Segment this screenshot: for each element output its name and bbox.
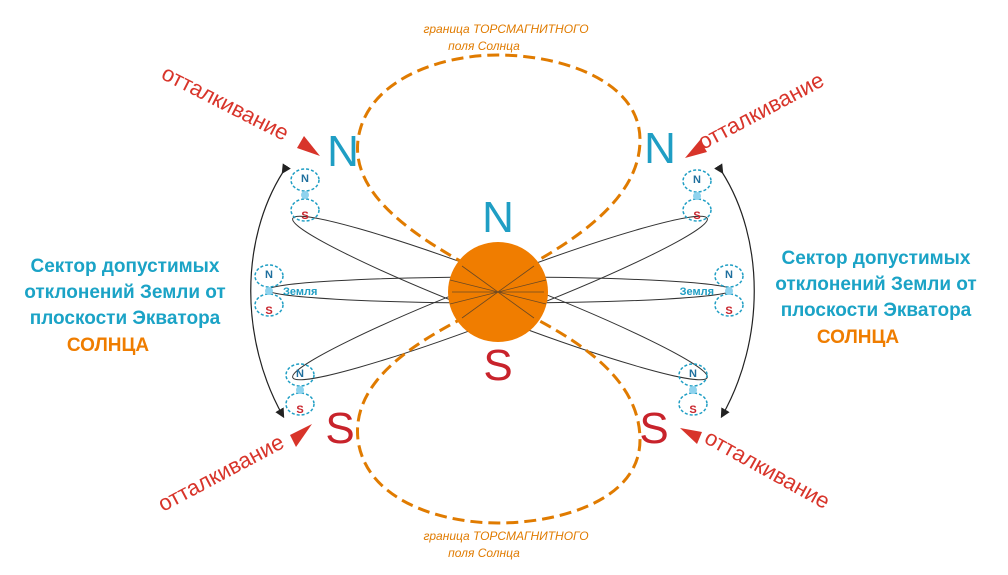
repulsion-arrow-top-right <box>685 140 707 158</box>
boundary-lower-lobe <box>356 298 642 525</box>
earth-left-top-s: S <box>301 210 308 222</box>
sector-label-right: Сектор допустимых отклонений Земли от пл… <box>775 248 977 348</box>
sector-left-line3: плоскости Экватора <box>30 308 221 329</box>
earth-left-middle-n: N <box>265 269 273 281</box>
earth-left-middle: N S Земля <box>254 264 317 317</box>
corner-south-left-label: S <box>325 404 354 453</box>
earth-right-top: N S <box>682 169 712 222</box>
deviation-arc-right <box>714 163 755 419</box>
sector-left-line2: отклонений Земли от <box>24 282 226 303</box>
sector-label-left: Сектор допустимых отклонений Земли от пл… <box>24 256 226 356</box>
sector-right-line4: СОЛНЦА <box>817 327 899 348</box>
earth-left-top: N S <box>290 168 320 222</box>
repulsion-label-bottom-left: отталкивание <box>154 429 288 516</box>
earth-left-bottom: N S <box>285 363 315 416</box>
corner-south-right-label: S <box>639 404 668 453</box>
earth-right-bottom-s: S <box>689 404 696 416</box>
sector-right-line1: Сектор допустимых <box>782 248 971 269</box>
earth-label-left: Земля <box>283 286 317 298</box>
earth-right-top-s: S <box>693 210 700 222</box>
earth-right-bottom-n: N <box>689 368 697 380</box>
boundary-label-top-line1: граница ТОРСМАГНИТНОГО <box>423 22 588 36</box>
sector-left-line4: СОЛНЦА <box>67 335 149 356</box>
earth-left-top-n: N <box>301 173 309 185</box>
repulsion-label-top-left: отталкивание <box>158 60 293 145</box>
earth-right-top-n: N <box>693 174 701 186</box>
earth-left-bottom-n: N <box>296 368 304 380</box>
corner-north-right-label: N <box>644 124 676 173</box>
sector-right-line2: отклонений Земли от <box>775 274 977 295</box>
earth-right-middle: N S Земля <box>680 264 744 317</box>
repulsion-arrows <box>290 136 707 447</box>
repulsion-arrow-bottom-right <box>680 428 702 444</box>
torsion-field-boundary <box>356 53 642 525</box>
earth-left-bottom-s: S <box>296 404 303 416</box>
boundary-label-bottom-line1: граница ТОРСМАГНИТНОГО <box>423 529 588 543</box>
deviation-arc-left <box>250 163 291 419</box>
repulsion-label-bottom-right: отталкивание <box>701 425 835 514</box>
sector-left-line1: Сектор допустимых <box>31 256 220 277</box>
boundary-label-top: граница ТОРСМАГНИТНОГО поля Солнца <box>423 22 588 53</box>
repulsion-arrow-top-left <box>297 136 320 156</box>
boundary-label-bottom: граница ТОРСМАГНИТНОГО поля Солнца <box>423 529 588 560</box>
earth-left-middle-s: S <box>265 305 272 317</box>
boundary-label-bottom-line2: поля Солнца <box>448 546 520 560</box>
sector-right-line3: плоскости Экватора <box>781 300 972 321</box>
boundary-label-top-line2: поля Солнца <box>448 39 520 53</box>
earth-right-middle-n: N <box>725 269 733 281</box>
earth-right-middle-s: S <box>725 305 732 317</box>
earth-label-right: Земля <box>680 286 714 298</box>
sun-south-pole-label: S <box>483 341 512 390</box>
corner-north-left-label: N <box>327 127 359 176</box>
repulsion-arrow-bottom-left <box>290 424 312 447</box>
earth-right-bottom: N S <box>678 363 708 416</box>
repulsion-label-top-right: отталкивание <box>694 67 828 154</box>
boundary-upper-lobe <box>356 53 642 284</box>
sun-cross-lines <box>449 265 547 319</box>
sun-north-pole-label: N <box>482 193 514 242</box>
